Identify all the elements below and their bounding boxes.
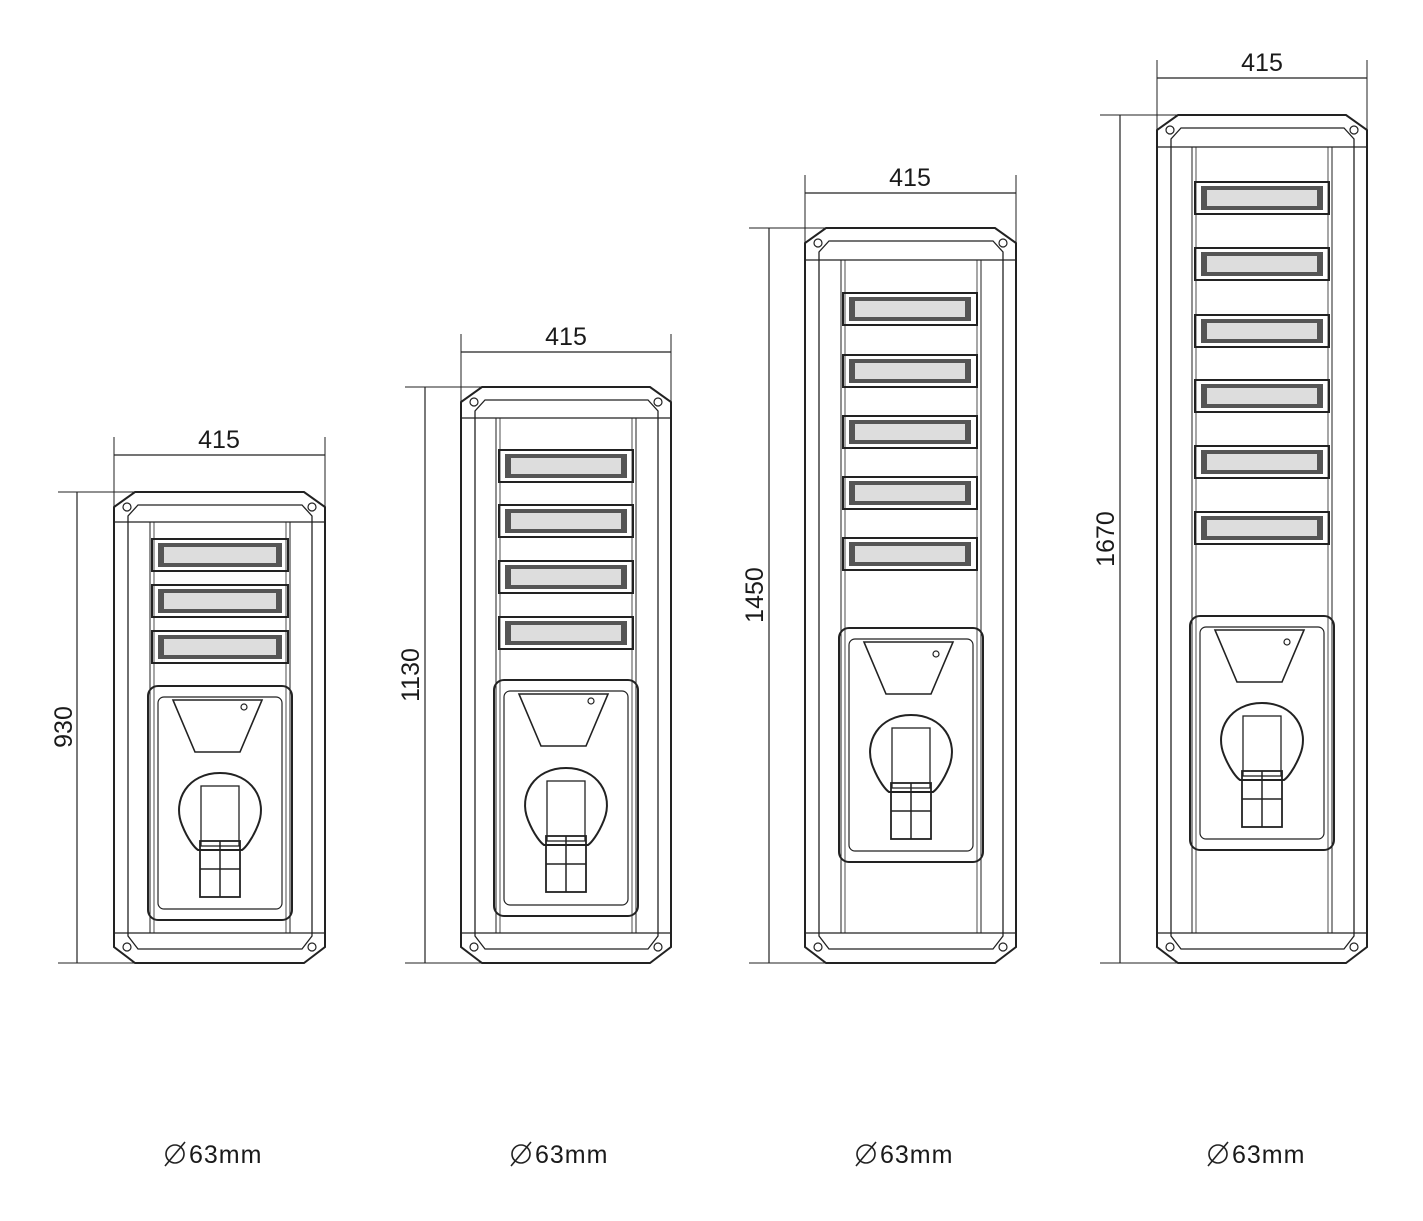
diameter-label-1670: 63mm	[1207, 1141, 1305, 1169]
led-module	[498, 504, 634, 538]
diameter-text: 63mm	[880, 1141, 953, 1169]
width-label: 415	[198, 426, 240, 454]
led-module	[151, 630, 289, 664]
lamp-1450: 415 1450	[741, 164, 1017, 964]
control-box	[838, 627, 984, 863]
width-label: 415	[889, 164, 931, 192]
lamp-frame	[460, 386, 672, 964]
lamp-frame	[804, 227, 1017, 964]
led-module	[1194, 314, 1330, 348]
led-modules	[498, 449, 634, 650]
width-dimension: 415	[1156, 49, 1368, 135]
led-module	[842, 415, 978, 449]
height-dimension: 930	[50, 491, 135, 964]
diameter-text: 63mm	[535, 1141, 608, 1169]
led-modules	[151, 538, 289, 664]
height-label: 1450	[741, 567, 769, 623]
led-module	[1194, 379, 1330, 413]
led-module	[151, 584, 289, 618]
diameter-label-1450: 63mm	[855, 1141, 953, 1169]
lamp-930: 415 930	[50, 426, 326, 964]
diameter-symbol-icon	[855, 1141, 877, 1167]
led-module	[498, 449, 634, 483]
diameter-symbol-icon	[1207, 1141, 1229, 1167]
led-module	[1194, 445, 1330, 479]
led-modules	[842, 292, 978, 571]
lamp-1130: 415 1130	[397, 323, 672, 964]
width-dimension: 415	[113, 426, 326, 512]
led-module	[151, 538, 289, 572]
diameter-label-930: 63mm	[164, 1141, 262, 1169]
control-box	[493, 679, 639, 917]
lamp-frame	[113, 491, 326, 964]
led-module	[842, 354, 978, 388]
height-dimension: 1450	[741, 227, 826, 964]
width-dimension: 415	[460, 323, 672, 410]
width-label: 415	[545, 323, 587, 351]
height-label: 1670	[1092, 511, 1120, 567]
led-module	[842, 476, 978, 510]
led-module	[498, 616, 634, 650]
width-label: 415	[1241, 49, 1283, 77]
led-module	[1194, 181, 1330, 215]
control-box	[1189, 615, 1335, 851]
lamp-1670: 415 1670	[1092, 49, 1368, 964]
height-label: 1130	[397, 648, 425, 702]
diameter-label-1130: 63mm	[510, 1141, 608, 1169]
height-dimension: 1670	[1092, 114, 1178, 964]
led-module	[842, 537, 978, 571]
diameter-text: 63mm	[1232, 1141, 1305, 1169]
height-dimension: 1130	[397, 386, 482, 964]
led-module	[498, 560, 634, 594]
diameter-text: 63mm	[189, 1141, 262, 1169]
led-modules	[1194, 181, 1330, 545]
width-dimension: 415	[804, 164, 1017, 250]
led-module	[1194, 247, 1330, 281]
height-label: 930	[50, 706, 78, 748]
diameter-symbol-icon	[164, 1141, 186, 1167]
led-module	[1194, 511, 1330, 545]
led-module	[842, 292, 978, 326]
diameter-symbol-icon	[510, 1141, 532, 1167]
control-box	[147, 685, 293, 921]
